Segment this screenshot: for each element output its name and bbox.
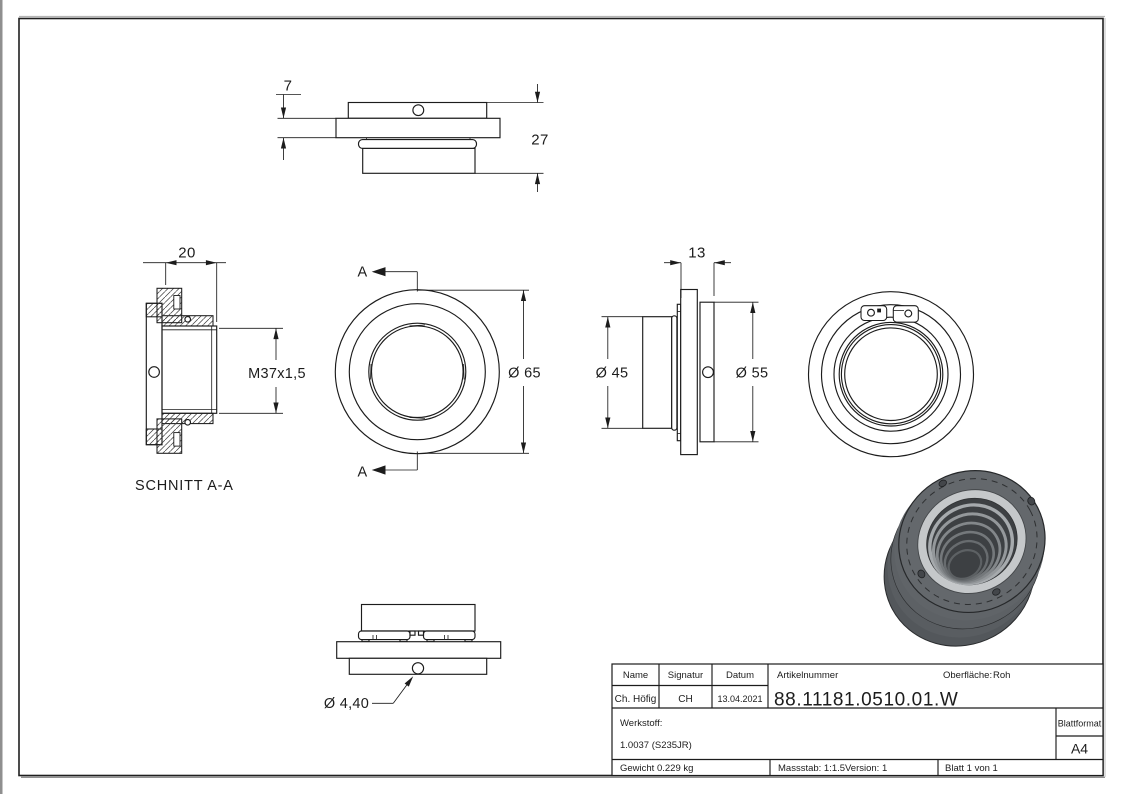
tb-signature-label: Signatur xyxy=(668,670,703,681)
dim-label-27: 27 xyxy=(531,132,549,149)
radial-hole xyxy=(702,366,714,379)
dim-label-45: Ø 45 xyxy=(596,366,629,382)
iso-thread xyxy=(928,503,1015,586)
radial-hole xyxy=(411,662,425,675)
iso-hole xyxy=(917,569,926,579)
iso-front-face xyxy=(898,470,1046,614)
section-line-A-A: A A xyxy=(358,265,418,481)
dim-label-440: Ø 4,40 xyxy=(324,696,369,712)
dim-thread: M37x1,5 xyxy=(219,327,306,414)
section-view: 20 M37x1,5 SCHNITT A-A xyxy=(135,245,306,495)
ring-gap-dot xyxy=(877,308,881,313)
dim-label-thread: M37x1,5 xyxy=(248,366,306,382)
bottom-view: Ø 4,40 xyxy=(324,603,502,712)
dim-13: 13 xyxy=(664,245,731,298)
tb-date-label: Datum xyxy=(726,670,754,681)
dim-label-13: 13 xyxy=(688,245,706,262)
retaining-ring-lugs xyxy=(860,305,919,323)
tb-name-value: Ch. Höfig xyxy=(615,694,657,705)
tb-version: Version: 1 xyxy=(845,763,887,774)
tb-material-value: 1.0037 (S235JR) xyxy=(620,740,692,751)
side-view: 13 Ø 45 Ø 55 xyxy=(596,245,769,456)
tb-material-label: Werkstoff: xyxy=(620,718,662,729)
radial-hole xyxy=(412,104,425,117)
tb-sheet-format-value: A4 xyxy=(1071,741,1088,757)
tb-sheet-format-label: Blattformat xyxy=(1058,719,1102,729)
tb-sheet: Blatt 1 von 1 xyxy=(945,763,998,774)
tb-signature-value: CH xyxy=(678,694,692,705)
dim-20: 20 xyxy=(143,245,226,322)
drawing-border xyxy=(18,17,1104,777)
title-block: Name Signatur Datum Artikelnummer Oberfl… xyxy=(611,663,1104,777)
dim-label-55: Ø 55 xyxy=(736,366,769,382)
dim-27: 27 xyxy=(475,84,549,192)
tb-weight: Gewicht 0.229 kg xyxy=(620,763,693,774)
dim-7: 7 xyxy=(276,78,336,160)
ring-view xyxy=(807,291,975,458)
tb-scale: Massstab: 1:1.5 xyxy=(778,763,845,774)
iso-view xyxy=(883,470,1046,647)
front-view: A A Ø 65 xyxy=(334,265,541,481)
dim-55: Ø 55 xyxy=(714,301,769,443)
screen-edge xyxy=(0,0,3,794)
tb-surface-value: Roh xyxy=(993,670,1010,681)
section-label: SCHNITT A-A xyxy=(135,478,234,494)
section-marker-top: A xyxy=(358,265,368,281)
dim-65: Ø 65 xyxy=(417,289,541,454)
radial-hole xyxy=(148,366,160,378)
dim-label-65: Ø 65 xyxy=(508,366,541,382)
tb-article-label: Artikelnummer xyxy=(777,670,838,681)
tb-surface-label: Oberfläche: xyxy=(943,670,992,681)
tb-name-label: Name xyxy=(623,670,648,681)
iso-hole xyxy=(992,588,1001,596)
dim-440: Ø 4,40 xyxy=(324,676,414,712)
top-view: 7 27 xyxy=(276,78,549,192)
iso-hole xyxy=(1027,496,1036,506)
dim-45: Ø 45 xyxy=(596,316,643,429)
dim-label-20: 20 xyxy=(178,245,196,262)
iso-hole xyxy=(938,479,947,487)
section-marker-bottom: A xyxy=(358,465,368,481)
dim-label-7: 7 xyxy=(284,78,293,95)
tb-date-value: 13.04.2021 xyxy=(717,694,762,704)
tb-article-value: 88.11181.0510.01.W xyxy=(774,690,958,711)
